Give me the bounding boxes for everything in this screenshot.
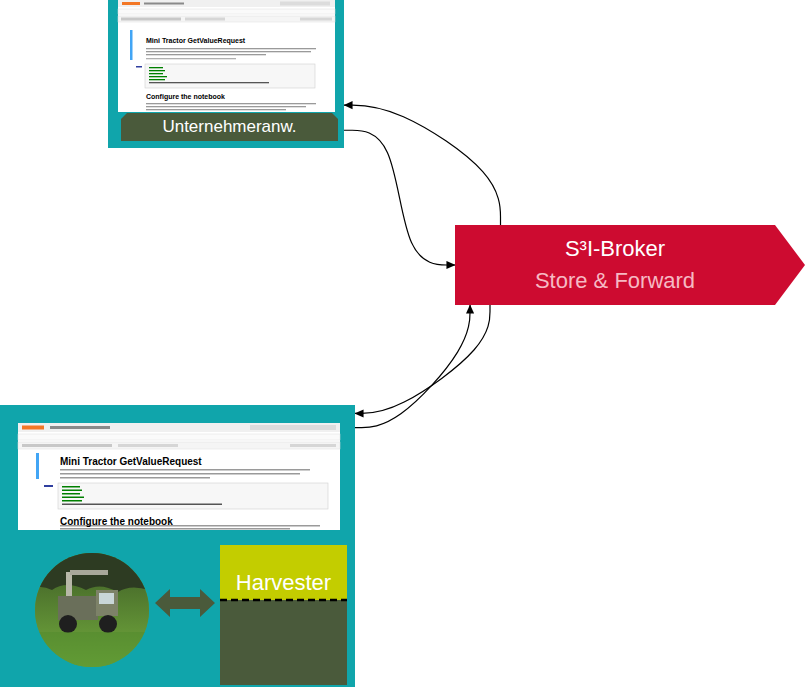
text-line [60, 473, 300, 475]
broker-fill [455, 225, 805, 305]
screen [118, 0, 335, 112]
code-line [62, 493, 80, 495]
wheel [59, 615, 77, 633]
code-line [62, 504, 222, 506]
cell-marker [36, 453, 39, 479]
code-cell [58, 483, 328, 509]
text-line [146, 48, 316, 49]
broker-title: S³I-Broker [565, 233, 665, 265]
broker-arrow: S³I-BrokerStore & Forward [455, 225, 805, 305]
notebook-heading: Mini Tractor GetValueRequest [146, 36, 245, 45]
logo [122, 2, 140, 5]
trees [35, 553, 149, 592]
text-line [146, 109, 286, 110]
cabin [96, 590, 118, 616]
cabin-window [99, 593, 114, 604]
code-line [62, 500, 82, 502]
notebook-heading: Configure the notebook [146, 92, 225, 101]
flow-arrow [344, 130, 455, 265]
cell-marker [130, 30, 133, 60]
app-panel: Mini Tractor GetValueRequestConfigure th… [108, 0, 344, 148]
title-bar [18, 423, 340, 432]
tools [121, 18, 181, 21]
code-line [149, 73, 163, 74]
flow-arrow [344, 105, 501, 225]
notebook-heading: Configure the notebook [60, 516, 173, 528]
machine-body [58, 596, 98, 620]
harvester-box: Harvester [220, 545, 347, 685]
text-line [60, 477, 210, 479]
photo-content [35, 553, 149, 667]
logo [22, 426, 44, 430]
wheel [99, 615, 117, 633]
notebook-heading: Mini Tractor GetValueRequest [60, 456, 202, 468]
buttons [250, 425, 336, 430]
buttons [280, 2, 330, 6]
text-line [146, 51, 311, 52]
code-line [149, 79, 165, 80]
text-line [146, 54, 266, 55]
dashed-line [220, 599, 347, 602]
crane [66, 572, 72, 610]
menu-bar [18, 434, 340, 440]
tools [185, 18, 225, 21]
divider [220, 545, 347, 685]
prompt [44, 485, 53, 487]
band-label: Unternehmeranw. [162, 117, 296, 137]
code-line [149, 70, 165, 71]
tool-bar [118, 16, 335, 22]
title-band: Unternehmeranw. [121, 113, 338, 141]
crane-arm [70, 570, 108, 575]
code-line [149, 67, 163, 68]
tools [300, 18, 332, 21]
title-line [144, 3, 184, 5]
notebook-screenshot [18, 423, 340, 530]
app-panel: Mini Tractor GetValueRequestConfigure th… [0, 405, 355, 687]
code-line [62, 490, 82, 492]
title-bar [118, 0, 335, 7]
notebook-screenshot [118, 0, 335, 112]
broker-subtitle: Store & Forward [535, 265, 695, 297]
text-line [146, 103, 316, 104]
text-line [60, 525, 320, 527]
harvester-label: Harvester [220, 570, 347, 596]
text-line [146, 58, 236, 59]
tool-bar [18, 442, 340, 449]
menu-bar [118, 9, 335, 14]
grass-front [35, 632, 149, 667]
prompt [136, 66, 142, 68]
grass [35, 553, 149, 667]
harvester-photo [35, 553, 149, 667]
title-line [50, 426, 110, 429]
code-line [149, 82, 269, 83]
photo-ground [35, 553, 149, 667]
flow-arrow [355, 305, 470, 428]
tools [118, 444, 178, 447]
code-line [62, 486, 80, 488]
screen [18, 423, 340, 530]
code-cell [145, 64, 315, 88]
double-arrow-symbol [155, 589, 215, 617]
band-fill [121, 113, 338, 141]
code-line [149, 76, 167, 77]
text-line [60, 469, 310, 471]
text-line [146, 106, 306, 107]
code-line [62, 497, 84, 499]
tools [290, 444, 336, 447]
flow-arrow [355, 305, 490, 413]
tools [22, 444, 112, 447]
text-line [60, 528, 290, 530]
